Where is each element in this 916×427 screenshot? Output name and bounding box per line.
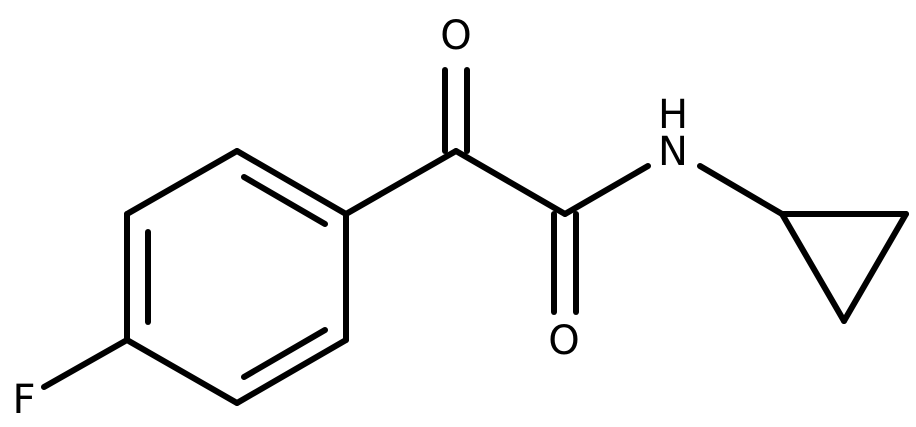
ring-bond-bottom-right — [234, 337, 349, 406]
ring-bond-bottom-left — [124, 337, 240, 406]
ring-bond-top-left — [124, 148, 240, 217]
ketone-amide-bond — [453, 148, 568, 217]
ring-double-bond-inner-top — [241, 174, 328, 227]
amide-nitrogen-bond — [562, 163, 651, 217]
ring-bond-top-right — [234, 148, 349, 217]
ring-double-bond-inner-bottom — [241, 327, 328, 380]
cyclopropyl-bond-right — [841, 211, 909, 324]
nitrogen-cyclopropyl-bond — [697, 163, 785, 217]
carbon-fluorine-bond — [41, 337, 130, 390]
ring-ketone-bond — [343, 148, 459, 217]
nitrogen-label: N — [658, 129, 688, 175]
amide-hydrogen-label: H — [658, 92, 688, 138]
fluorine-label: F — [12, 377, 35, 423]
cyclopropyl-bond-left — [779, 211, 847, 324]
ketone-oxygen-label: O — [440, 13, 471, 59]
amide-oxygen-label: O — [548, 318, 579, 364]
